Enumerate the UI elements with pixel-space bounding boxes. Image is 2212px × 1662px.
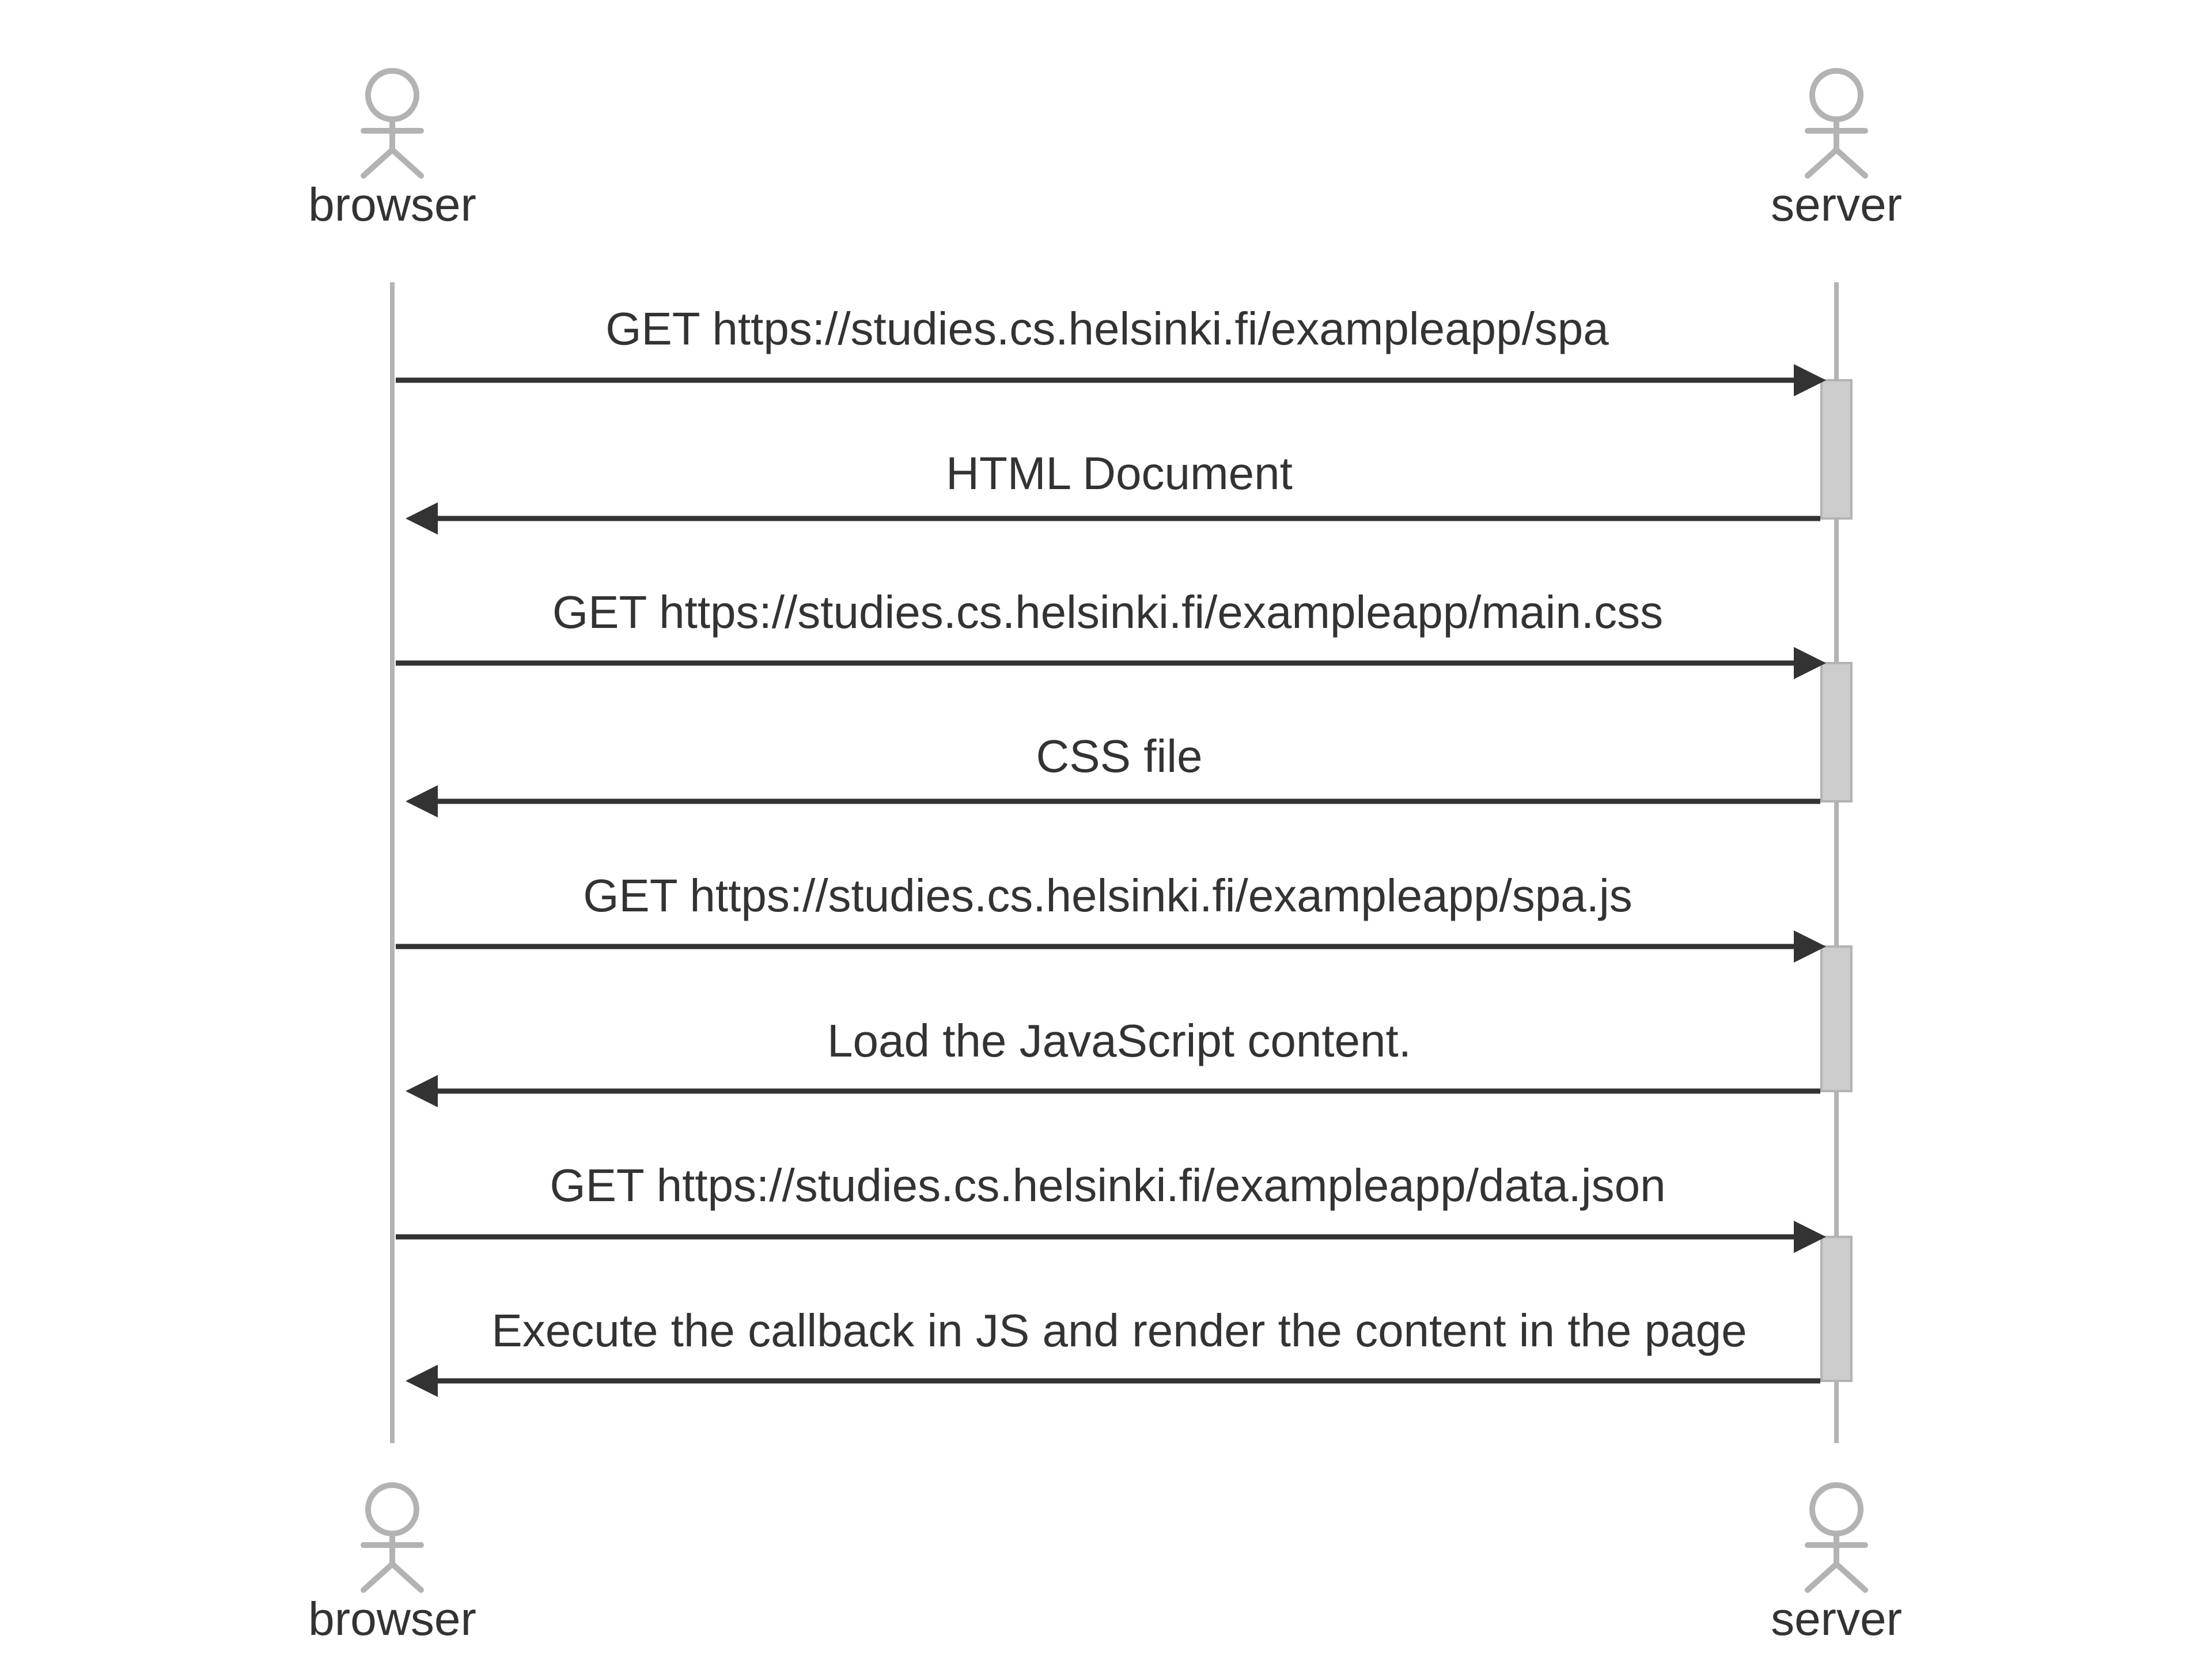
actor-icon (361, 1482, 424, 1593)
message-response: CSS file (406, 730, 1820, 817)
actor-icon (361, 68, 424, 179)
activation-box (1820, 945, 1853, 1092)
message-label: GET https://studies.cs.helsinki.fi/examp… (605, 303, 1609, 354)
arrowhead-left (406, 785, 438, 817)
arrowhead-left (406, 1365, 438, 1397)
message-response: Load the JavaScript content. (406, 1015, 1820, 1107)
message-response: HTML Document (406, 448, 1820, 535)
arrowhead-left (406, 502, 438, 535)
arrowhead-right (1794, 364, 1826, 396)
message-label: HTML Document (946, 448, 1293, 499)
message-label: Load the JavaScript content. (827, 1015, 1411, 1066)
arrowhead-right (1794, 647, 1826, 679)
actor-label: server (1771, 179, 1902, 231)
message-label: Execute the callback in JS and render th… (491, 1305, 1747, 1356)
message-response: Execute the callback in JS and render th… (406, 1305, 1820, 1397)
arrowhead-right (1794, 1221, 1826, 1253)
actor-label: browser (308, 1593, 476, 1645)
actor-label: server (1771, 1593, 1902, 1645)
actor-top-server: server (1771, 68, 1902, 231)
message-label: GET https://studies.cs.helsinki.fi/examp… (583, 870, 1633, 921)
arrowhead-left (406, 1075, 438, 1107)
message-request: GET https://studies.cs.helsinki.fi/examp… (396, 586, 1826, 679)
message-request: GET https://studies.cs.helsinki.fi/examp… (396, 303, 1826, 396)
actor-top-browser: browser (308, 68, 476, 231)
message-label: GET https://studies.cs.helsinki.fi/examp… (552, 586, 1663, 638)
activation-box (1820, 1236, 1853, 1382)
message-label: CSS file (1036, 730, 1203, 782)
actor-icon (1805, 1482, 1868, 1593)
activation-box (1820, 662, 1853, 802)
message-request: GET https://studies.cs.helsinki.fi/examp… (396, 1160, 1826, 1253)
message-label: GET https://studies.cs.helsinki.fi/examp… (550, 1160, 1665, 1211)
actor-bottom-browser: browser (308, 1482, 476, 1645)
activation-box (1820, 379, 1853, 520)
actor-label: browser (308, 179, 476, 231)
arrowhead-right (1794, 930, 1826, 963)
message-request: GET https://studies.cs.helsinki.fi/examp… (396, 870, 1826, 963)
actor-bottom-server: server (1771, 1482, 1902, 1645)
actor-icon (1805, 68, 1868, 179)
